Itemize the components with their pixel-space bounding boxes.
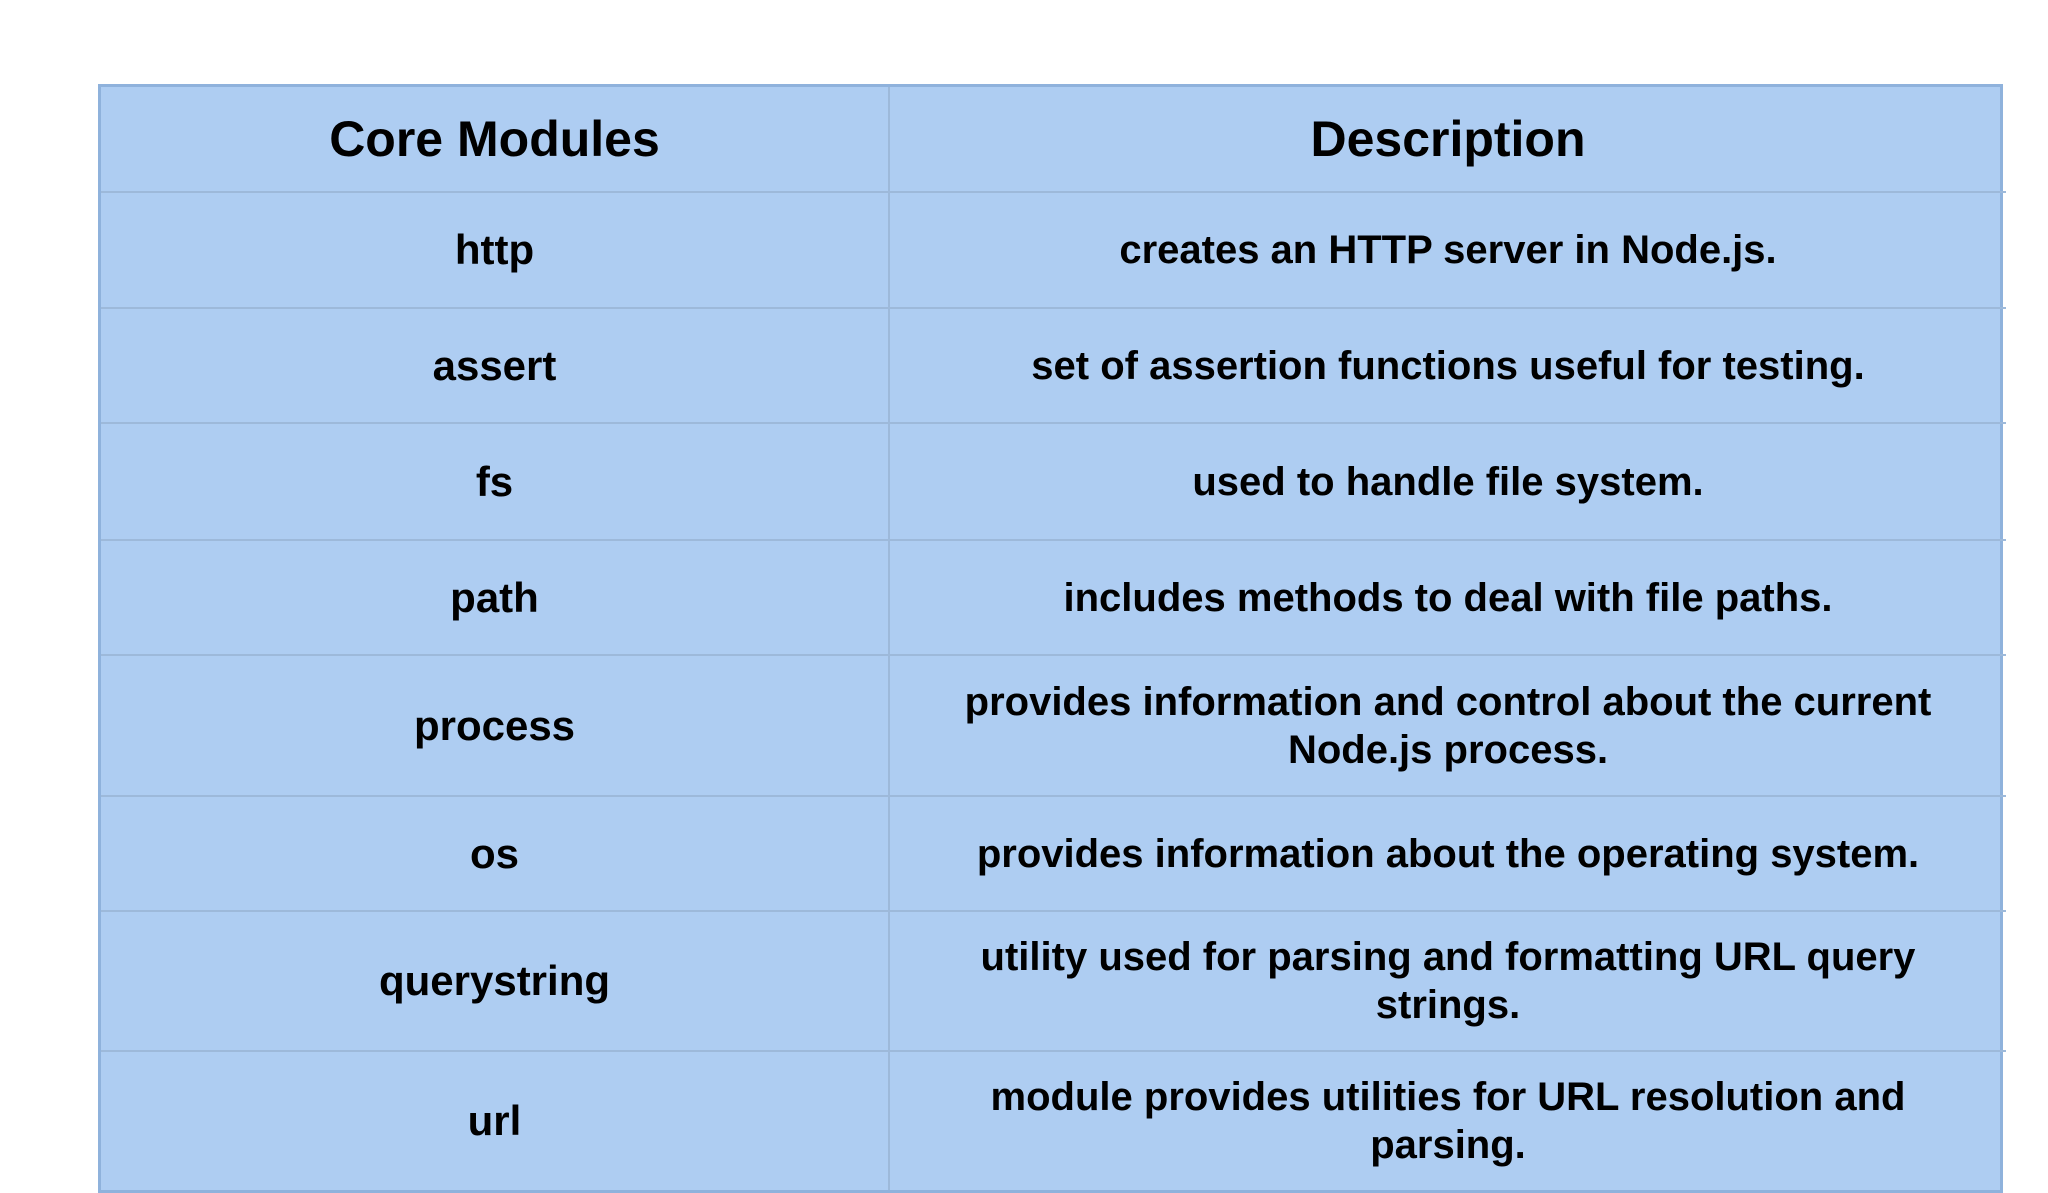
module-cell-os: os <box>101 795 888 910</box>
description-cell-path: includes methods to deal with file paths… <box>888 539 2006 654</box>
description-cell-querystring: utility used for parsing and formatting … <box>888 910 2006 1050</box>
module-cell-process: process <box>101 654 888 795</box>
module-cell-assert: assert <box>101 307 888 422</box>
description-cell-url: module provides utilities for URL resolu… <box>888 1050 2006 1190</box>
description-cell-process: provides information and control about t… <box>888 654 2006 795</box>
header-description: Description <box>888 87 2006 191</box>
module-cell-url: url <box>101 1050 888 1190</box>
module-cell-querystring: querystring <box>101 910 888 1050</box>
description-cell-http: creates an HTTP server in Node.js. <box>888 191 2006 307</box>
description-cell-assert: set of assertion functions useful for te… <box>888 307 2006 422</box>
module-cell-path: path <box>101 539 888 654</box>
module-cell-http: http <box>101 191 888 307</box>
core-modules-table: Core Modules Description http creates an… <box>98 84 2006 1193</box>
description-cell-fs: used to handle file system. <box>888 422 2006 539</box>
description-cell-os: provides information about the operating… <box>888 795 2006 910</box>
header-core-modules: Core Modules <box>329 111 660 167</box>
module-cell-fs: fs <box>101 422 888 539</box>
